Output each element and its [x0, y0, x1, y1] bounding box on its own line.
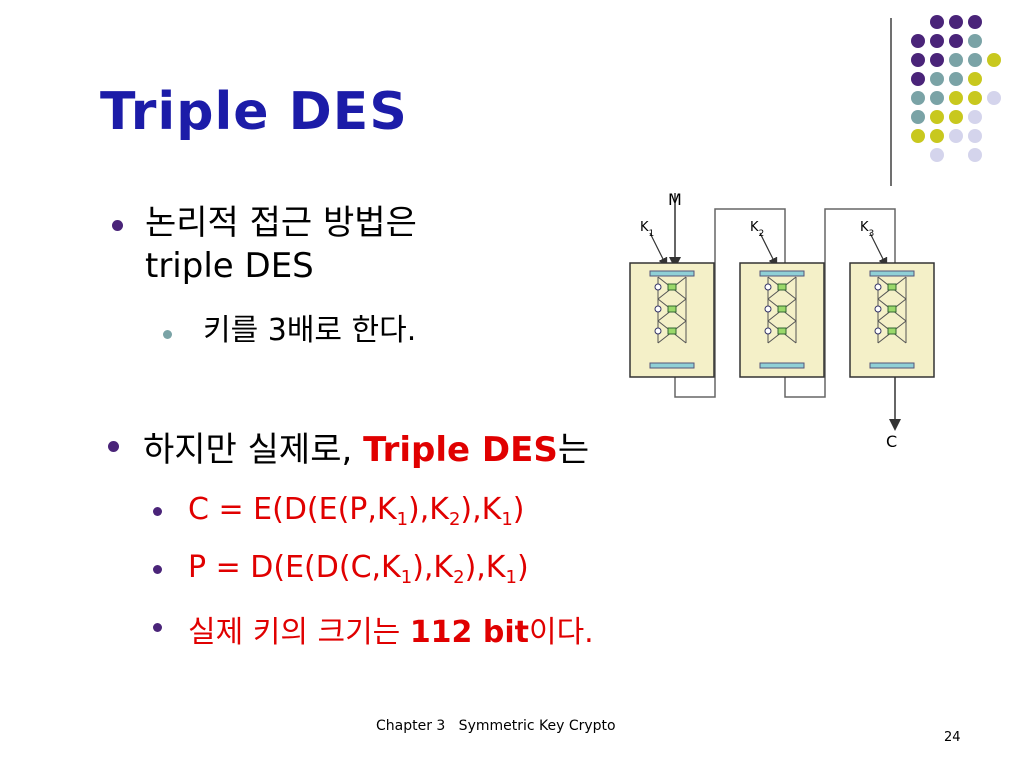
decorative-dot — [911, 110, 925, 124]
bullet2-prefix: 하지만 실제로, — [143, 430, 364, 470]
label-key-3: K3 — [860, 220, 874, 239]
decorative-dot — [949, 53, 963, 67]
key-size-note: 실제 키의 크기는 112 bit이다. — [188, 615, 594, 650]
bullet2-suffix: 는 — [557, 430, 590, 470]
des-block-1 — [629, 262, 715, 378]
decorative-dot — [930, 15, 944, 29]
decorative-dot — [949, 34, 963, 48]
slide-title: Triple DES — [100, 82, 408, 142]
label-input-m: M — [668, 190, 682, 209]
decorative-dot — [949, 91, 963, 105]
bullet-text-line2: triple DES — [145, 245, 314, 286]
sub-bullet-triple-key: 키를 3배로 한다. — [203, 313, 417, 348]
connector-2-3 — [784, 208, 896, 398]
decorative-dot — [968, 91, 982, 105]
label-key-1: K1 — [640, 220, 654, 239]
sub-bullet-marker — [153, 623, 162, 632]
decorative-dot — [911, 91, 925, 105]
bullet-in-practice: 하지만 실제로, Triple DES는 — [143, 422, 589, 471]
decorative-dot — [968, 129, 982, 143]
decorative-dot — [968, 15, 982, 29]
decorative-dot — [968, 53, 982, 67]
bullet-logical-approach: 논리적 접근 방법은 triple DES — [145, 202, 417, 287]
decorative-dot — [968, 110, 982, 124]
key1-arrow — [649, 232, 668, 268]
sub-bullet-marker — [153, 507, 162, 516]
decorative-dot — [949, 110, 963, 124]
decorative-dot — [911, 34, 925, 48]
decorative-dot — [930, 110, 944, 124]
decorative-dot — [968, 148, 982, 162]
connector-1-2 — [674, 208, 786, 398]
label-output-c: C — [886, 432, 897, 451]
decorative-dot — [949, 15, 963, 29]
decorative-dot — [930, 129, 944, 143]
page-number: 24 — [944, 730, 961, 745]
decorative-dot — [911, 129, 925, 143]
triple-des-diagram: M C K1 K2 K3 — [629, 190, 935, 451]
key2-arrow — [759, 232, 778, 268]
decorative-dot — [911, 72, 925, 86]
footer-chapter: Chapter 3 Symmetric Key Crypto — [376, 718, 616, 734]
divider-line — [890, 18, 892, 186]
decorative-dot — [911, 53, 925, 67]
decorative-dot — [930, 148, 944, 162]
sub-bullet-marker — [163, 330, 172, 339]
decorative-dot — [930, 34, 944, 48]
decorative-dot — [949, 72, 963, 86]
decorative-dot — [930, 53, 944, 67]
des-block-2 — [739, 262, 825, 378]
bullet-marker — [108, 441, 119, 452]
decorative-dot — [987, 53, 1001, 67]
decorative-dot — [968, 72, 982, 86]
bullet-marker — [112, 220, 123, 231]
bullet2-emphasis: Triple DES — [363, 430, 558, 470]
decorative-dot — [968, 34, 982, 48]
des-block-3 — [849, 262, 935, 378]
formula-decrypt: P = D(E(D(C,K1),K2),K1) — [188, 550, 529, 588]
decorative-dot — [930, 91, 944, 105]
decorative-dot — [949, 129, 963, 143]
bullet-text-line1: 논리적 접근 방법은 — [145, 203, 417, 243]
key3-arrow — [869, 232, 888, 268]
formula-encrypt: C = E(D(E(P,K1),K2),K1) — [188, 492, 525, 530]
label-key-2: K2 — [750, 220, 764, 239]
decorative-dot — [987, 91, 1001, 105]
sub-bullet-marker — [153, 565, 162, 574]
decorative-dot — [930, 72, 944, 86]
